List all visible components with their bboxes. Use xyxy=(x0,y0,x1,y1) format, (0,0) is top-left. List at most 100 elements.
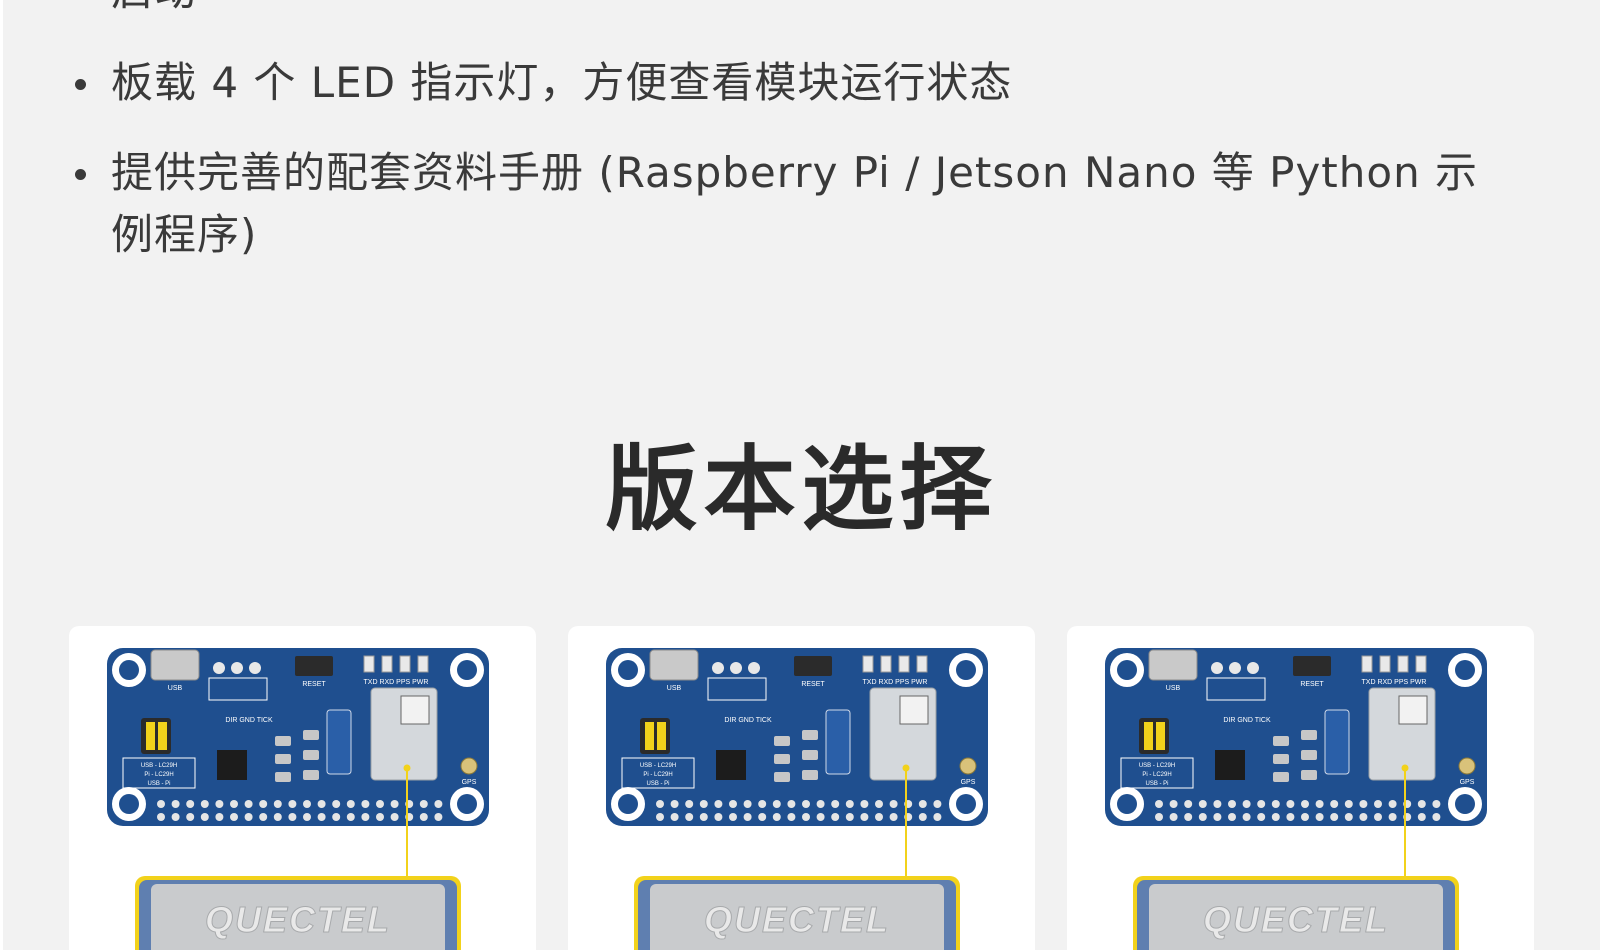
header-pin xyxy=(200,813,209,821)
gps-label: GPS xyxy=(1460,779,1475,786)
mode-label: USB - LC29H xyxy=(141,763,177,769)
mcu-chip xyxy=(1215,750,1245,780)
feature-text: 启动 xyxy=(111,0,197,15)
reset-button xyxy=(1293,656,1331,676)
header-pin xyxy=(1169,813,1178,821)
led-icon xyxy=(399,655,411,673)
mode-label: USB - LC29H xyxy=(1139,763,1175,769)
smd-component xyxy=(303,770,319,780)
zoom-module-shield xyxy=(151,884,445,950)
usb-connector xyxy=(150,649,200,681)
header-pin xyxy=(390,813,399,821)
led-icon xyxy=(1397,655,1409,673)
qr-code xyxy=(400,695,430,725)
dip-labels: DIR GND TICK xyxy=(724,717,772,724)
header-pin xyxy=(259,813,268,821)
mode-label: Pi - LC29H xyxy=(1142,772,1171,778)
gps-connector-icon xyxy=(959,757,977,775)
feature-item: 板载 4 个 LED 指示灯，方便查看模块运行状态 xyxy=(3,52,1600,114)
header-pin xyxy=(918,800,927,808)
header-pin xyxy=(729,813,737,821)
smd-component xyxy=(1301,770,1317,780)
header-pin xyxy=(332,800,341,808)
header-pin xyxy=(1315,813,1324,821)
header-pin xyxy=(273,813,282,821)
header-pin xyxy=(1286,800,1295,808)
header-pin xyxy=(656,800,664,808)
callout-dot xyxy=(902,764,910,772)
header-pin xyxy=(317,800,326,808)
pin-pad xyxy=(748,662,760,674)
header-pin xyxy=(860,813,869,821)
mounting-hole-inner xyxy=(119,660,139,680)
feature-text: 板载 4 个 LED 指示灯，方便查看模块运行状态 xyxy=(111,58,1013,107)
header-pin xyxy=(215,813,224,821)
smd-component xyxy=(774,736,790,746)
led-icon xyxy=(417,655,429,673)
smd-component xyxy=(1273,736,1289,746)
smd-component xyxy=(275,772,291,782)
pin-pad xyxy=(249,662,261,674)
zoom-module-shield xyxy=(650,884,944,950)
pin-pad xyxy=(231,662,243,674)
header-pin xyxy=(157,800,165,808)
dip-labels: DIR GND TICK xyxy=(225,717,273,724)
header-pin xyxy=(802,813,810,821)
smd-component xyxy=(802,770,818,780)
pin-pad xyxy=(213,662,225,674)
qr-code xyxy=(1398,695,1428,725)
header-pin xyxy=(1198,800,1207,808)
header-pin xyxy=(787,800,796,808)
mcu-chip xyxy=(217,750,247,780)
usb-label: USB xyxy=(667,685,682,692)
reset-label: RESET xyxy=(801,681,825,688)
smd-component xyxy=(1301,750,1317,760)
header-pin xyxy=(875,813,883,821)
mounting-hole-inner xyxy=(1117,660,1137,680)
led-icon xyxy=(381,655,393,673)
header-pin xyxy=(758,813,767,821)
header-pin xyxy=(1155,800,1163,808)
mode-label: Pi - LC29H xyxy=(643,772,672,778)
feature-text: 提供完善的配套资料手册 (Raspberry Pi / Jetson Nano … xyxy=(111,148,1479,259)
mcu-chip xyxy=(716,750,746,780)
header-pin xyxy=(157,813,165,821)
reset-button xyxy=(794,656,832,676)
header-pin xyxy=(933,813,942,821)
usb-connector xyxy=(649,649,699,681)
header-pin xyxy=(699,800,708,808)
led-icon xyxy=(898,655,910,673)
module-brand-text: QUECTEL xyxy=(1203,899,1389,940)
header-pin xyxy=(346,800,355,808)
callout-dot xyxy=(1401,764,1409,772)
header-pin xyxy=(1359,800,1368,808)
antenna-trace xyxy=(1324,709,1350,775)
header-pin xyxy=(259,800,268,808)
pin-pad xyxy=(730,662,742,674)
header-pin xyxy=(1359,813,1368,821)
header-pin xyxy=(816,800,825,808)
header-pin xyxy=(831,813,840,821)
header-pin xyxy=(918,813,927,821)
header-pin xyxy=(714,813,723,821)
header-pin xyxy=(772,800,781,808)
smd-component xyxy=(1273,754,1289,764)
header-pin xyxy=(1271,800,1280,808)
header-pin xyxy=(831,800,840,808)
header-pin xyxy=(1374,813,1382,821)
dip-switch-lever xyxy=(146,722,155,750)
header-pin xyxy=(1301,813,1309,821)
led-icon xyxy=(880,655,892,673)
bullet-icon xyxy=(75,79,86,90)
header-pin xyxy=(200,800,209,808)
header-pin xyxy=(244,800,253,808)
header-pin xyxy=(787,813,796,821)
dip-switch-lever xyxy=(1144,722,1153,750)
led-labels: TXD RXD PPS PWR xyxy=(863,679,928,686)
qr-code xyxy=(899,695,929,725)
